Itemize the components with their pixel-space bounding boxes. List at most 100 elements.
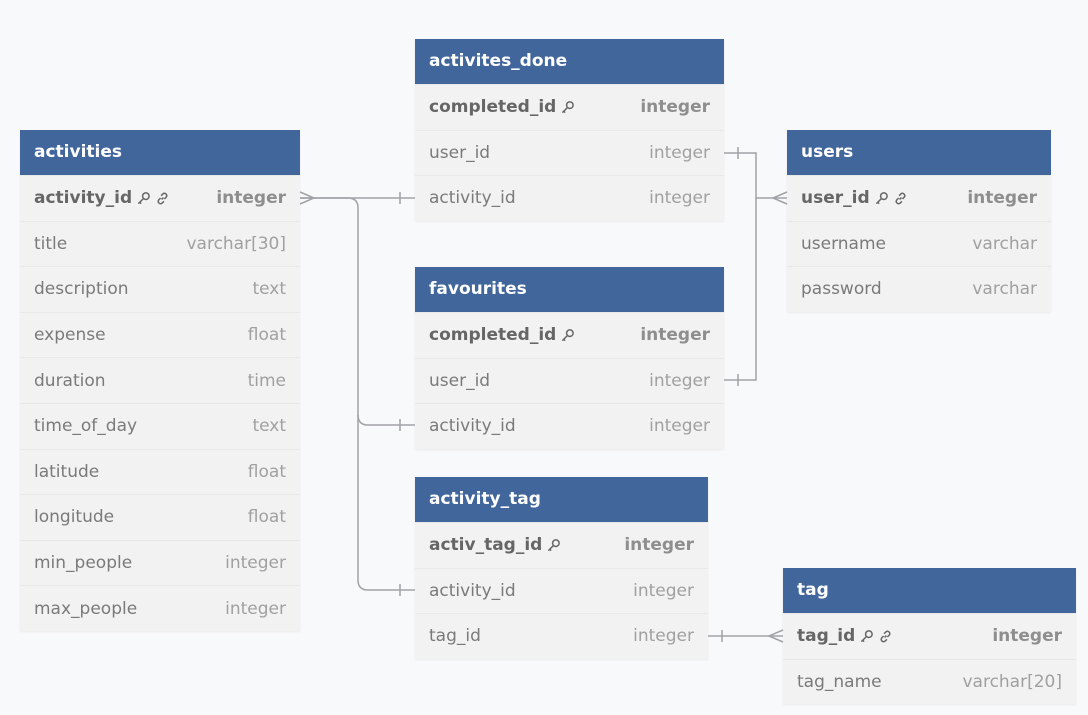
field-type: text (252, 416, 286, 437)
field-row[interactable]: time_of_day text (20, 402, 300, 449)
field-name-group: description (34, 279, 129, 299)
key-icon (560, 328, 575, 343)
field-name-group: longitude (34, 507, 114, 527)
field-name-group: tag_name (797, 672, 882, 692)
field-name-group: completed_id (429, 97, 575, 117)
field-type: integer (649, 416, 710, 437)
field-name-group: expense (34, 325, 106, 345)
field-name-group: latitude (34, 462, 99, 482)
field-type: integer (633, 580, 694, 601)
field-name: max_people (34, 598, 138, 619)
field-name: longitude (34, 507, 115, 528)
link-icon (155, 191, 170, 206)
field-type: time (247, 370, 286, 391)
key-icon (874, 191, 889, 206)
field-name: tag_name (797, 671, 882, 692)
key-icon (560, 100, 575, 115)
field-name: time_of_day (34, 416, 138, 437)
field-name: activity_id (429, 416, 516, 437)
link-icon (893, 191, 908, 206)
field-row[interactable]: completed_id integer (415, 84, 724, 130)
field-name-group: tag_id (797, 626, 893, 646)
field-type: varchar[20] (962, 671, 1062, 692)
field-name: description (34, 279, 129, 300)
field-name: min_people (34, 553, 133, 574)
field-name-group: activity_id (429, 416, 516, 436)
field-type: integer (640, 325, 710, 346)
field-name-group: user_id (801, 188, 908, 208)
field-name-group: password (801, 279, 882, 299)
table-header[interactable]: activites_done (415, 39, 724, 84)
field-name-group: activity_id (34, 188, 170, 208)
field-type: integer (649, 142, 710, 163)
link-icon (878, 629, 893, 644)
field-type: integer (640, 97, 710, 118)
key-icon (136, 191, 151, 206)
field-row[interactable]: activity_id integer (415, 403, 724, 449)
field-row[interactable]: password varchar (787, 266, 1051, 312)
field-name: tag_id (429, 626, 481, 647)
field-name: user_id (429, 142, 491, 163)
field-name-group: username (801, 234, 886, 254)
table-header[interactable]: activities (20, 130, 300, 175)
connector-activites-done-user (724, 152, 787, 199)
field-name: password (801, 279, 882, 300)
field-name: expense (34, 325, 106, 346)
crows-foot-marker (299, 191, 316, 205)
field-name-group: user_id (429, 371, 490, 391)
field-type: varchar (972, 279, 1037, 300)
field-row[interactable]: tag_id integer (415, 613, 708, 659)
connector-favourites-user (724, 198, 757, 381)
connector-favourites-activity (300, 197, 415, 426)
field-name-group: duration (34, 371, 106, 391)
field-type: integer (624, 535, 694, 556)
field-name-group: activity_id (429, 581, 516, 601)
field-row[interactable]: activity_id integer (415, 175, 724, 221)
field-name: activity_id (34, 188, 133, 209)
field-row[interactable]: activity_id integer (415, 567, 708, 614)
field-type: integer (633, 626, 694, 647)
key-icon (546, 538, 561, 553)
table-header[interactable]: favourites (415, 267, 724, 312)
field-type: float (247, 461, 286, 482)
connector-activity-tag-activity (357, 415, 415, 591)
field-name-group: activ_tag_id (429, 535, 561, 555)
field-type: integer (649, 370, 710, 391)
field-row[interactable]: duration time (20, 357, 300, 403)
table-header[interactable]: users (787, 130, 1051, 175)
field-name: duration (34, 370, 106, 391)
field-row[interactable]: expense float (20, 311, 300, 358)
field-type: float (247, 325, 286, 346)
field-row[interactable]: latitude float (20, 448, 300, 495)
field-row[interactable]: activ_tag_id integer (415, 522, 708, 568)
field-type: integer (649, 188, 710, 209)
field-name: user_id (801, 188, 870, 209)
field-name-group: time_of_day (34, 416, 137, 436)
field-row[interactable]: tag_name varchar[20] (783, 658, 1076, 705)
field-row[interactable]: activity_id integer (20, 175, 300, 221)
field-name: activity_id (429, 188, 516, 209)
table-header[interactable]: activity_tag (415, 477, 708, 522)
table-header[interactable]: tag (783, 568, 1076, 613)
field-row[interactable]: user_id integer (415, 129, 724, 176)
field-type: integer (216, 188, 286, 209)
field-row[interactable]: user_id integer (415, 357, 724, 404)
crows-foot-marker (767, 629, 784, 643)
field-name: completed_id (429, 97, 557, 118)
